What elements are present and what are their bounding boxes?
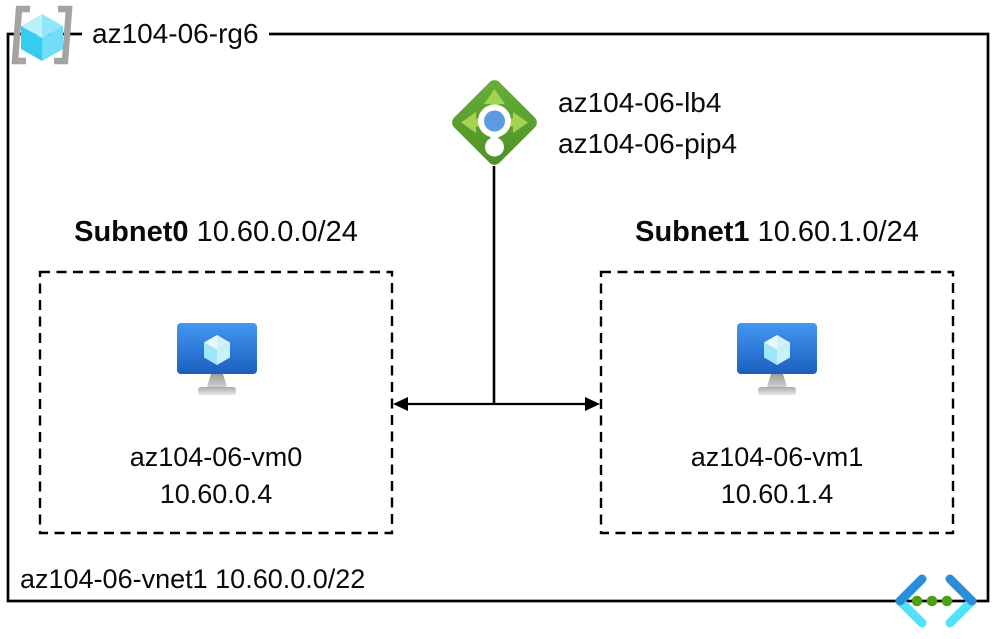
subnet1-name: Subnet1 xyxy=(635,216,750,248)
resource-group-icon xyxy=(11,5,73,65)
vnet-cidr: 10.60.0.0/22 xyxy=(215,564,366,594)
vm-stand xyxy=(207,374,227,387)
vm0-ip: 10.60.0.4 xyxy=(159,479,273,509)
resource-group-label: az104-06-rg6 xyxy=(82,17,269,51)
subnet-connection-arrow xyxy=(393,397,600,411)
subnet0-name: Subnet0 xyxy=(74,216,189,248)
resource-group-name: az104-06-rg6 xyxy=(92,18,259,49)
subnet0-border xyxy=(38,270,394,535)
virtual-machine-icon xyxy=(177,323,257,395)
vm-stand xyxy=(767,374,787,387)
vnet-label: az104-06-vnet1 10.60.0.0/22 xyxy=(20,562,365,596)
arrowhead-left xyxy=(393,397,408,411)
vm1-label: az104-06-vm1 10.60.1.4 xyxy=(601,439,953,513)
vm0-label: az104-06-vm0 10.60.0.4 xyxy=(40,439,392,513)
subnet1-border xyxy=(599,270,955,535)
vnet-name: az104-06-vnet1 xyxy=(20,564,208,594)
virtual-network-icon xyxy=(895,574,977,628)
vm-base xyxy=(198,387,236,395)
virtual-machine-icon xyxy=(737,323,817,395)
subnet1-header: Subnet1 10.60.1.0/24 xyxy=(601,214,953,250)
vm1-ip: 10.60.1.4 xyxy=(720,479,834,509)
vnet-dots xyxy=(911,595,953,607)
vm1-name: az104-06-vm1 xyxy=(690,442,864,472)
subnet0-header: Subnet0 10.60.0.0/24 xyxy=(40,214,392,250)
vm0-name: az104-06-vm0 xyxy=(129,442,303,472)
cube-glyph xyxy=(204,335,230,365)
load-balancer-public-ip-name: az104-06-pip4 xyxy=(558,128,738,159)
subnet1-cidr: 10.60.1.0/24 xyxy=(757,216,919,248)
cube-glyph xyxy=(21,14,63,61)
lb-center-dot xyxy=(484,110,505,132)
load-balancer-name: az104-06-lb4 xyxy=(558,87,722,118)
resource-group-border xyxy=(6,32,990,603)
subnet0-cidr: 10.60.0.0/24 xyxy=(196,216,358,248)
load-balancer-icon xyxy=(452,80,537,165)
vnet-chevrons xyxy=(895,574,977,628)
bracket-left xyxy=(11,5,30,65)
bracket-right xyxy=(54,5,73,65)
lb-stem-dot xyxy=(485,137,504,157)
arrowhead-right xyxy=(585,397,600,411)
cube-glyph xyxy=(764,335,790,365)
vm-base xyxy=(758,387,796,395)
